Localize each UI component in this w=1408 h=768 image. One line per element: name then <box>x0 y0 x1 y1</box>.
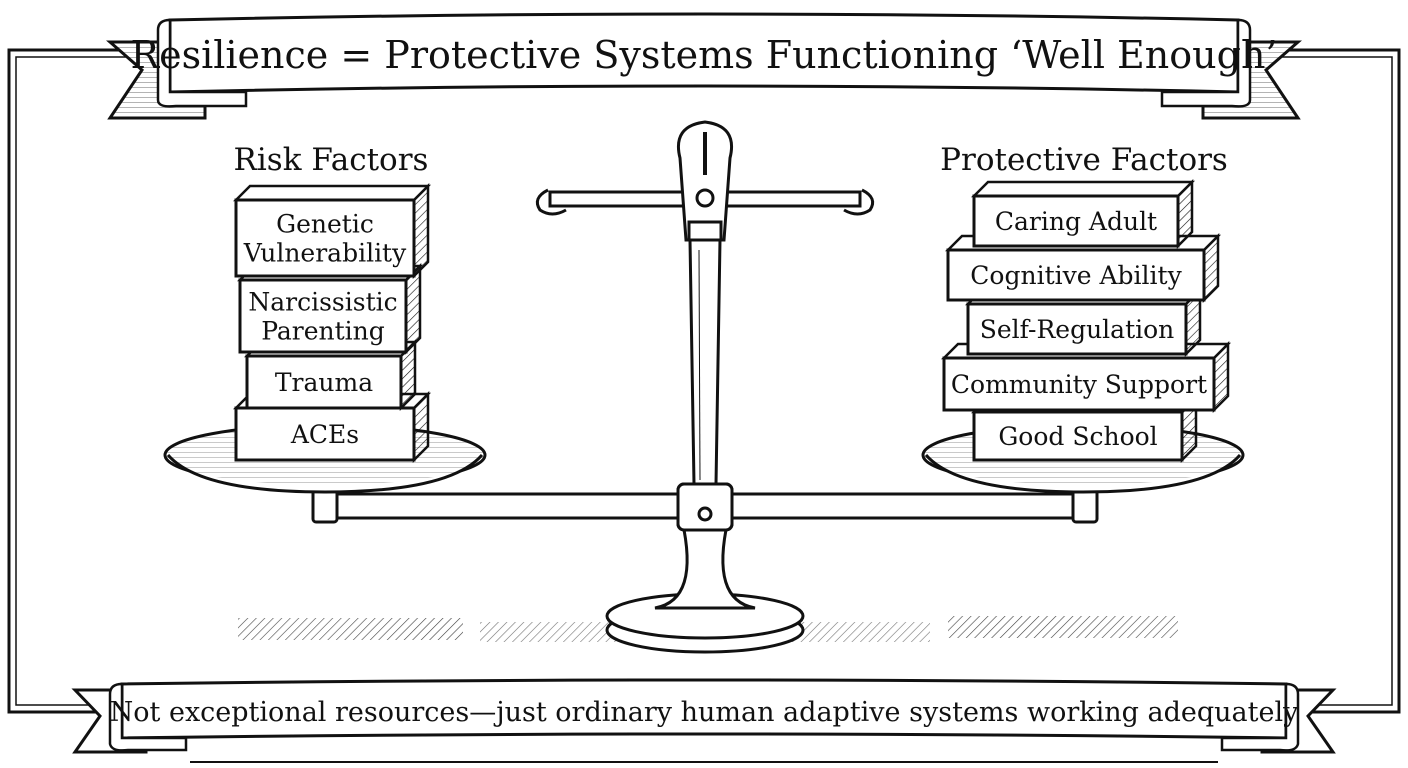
risk-block-label: ACEs <box>290 420 359 449</box>
protective-block-label: Self-Regulation <box>980 315 1175 344</box>
protective-factor-stack: Good School Community Support Self-Regulat… <box>940 178 1232 464</box>
risk-block-label: Parenting <box>261 317 385 346</box>
risk-factor-stack: ACEsTraumaNarcissisticParentingGeneticVu… <box>232 182 432 464</box>
footer-caption: Not exceptional resources—just ordinary … <box>110 697 1299 728</box>
risk-block-label: Genetic <box>276 210 374 239</box>
risk-block-label: Vulnerability <box>243 239 407 268</box>
protective-block-label: Good School <box>998 422 1157 451</box>
protective-block: Caring Adult <box>970 178 1196 250</box>
page-title: Resilience = Protective Systems Function… <box>130 33 1277 77</box>
risk-block-label: Narcissistic <box>248 288 397 317</box>
risk-block-label: Trauma <box>275 368 373 397</box>
protective-block: Community Support <box>940 340 1232 414</box>
protective-block-label: Caring Adult <box>995 207 1157 236</box>
risk-factors-heading: Risk Factors <box>234 142 429 178</box>
footer-banner: Not exceptional resources—just ordinary … <box>71 678 1337 763</box>
title-banner: Resilience = Protective Systems Function… <box>106 12 1302 120</box>
protective-block-label: Cognitive Ability <box>970 261 1182 290</box>
protective-factors-heading: Protective Factors <box>940 142 1228 178</box>
protective-block-label: Community Support <box>951 370 1207 399</box>
